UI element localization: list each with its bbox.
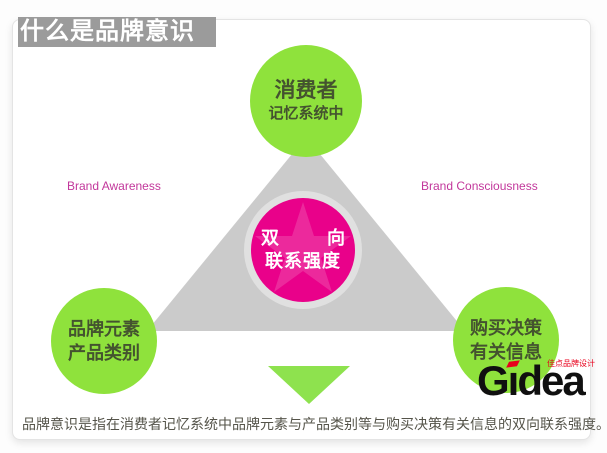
node-purchase-decision-line1: 购买决策 bbox=[470, 317, 542, 338]
page-title-text: 什么是品牌意识 bbox=[20, 18, 195, 45]
node-two-way-link-line1: 双 向 bbox=[261, 227, 345, 250]
node-two-way-link-line2: 联系强度 bbox=[265, 251, 341, 271]
node-consumer-line1: 消费者 bbox=[274, 79, 338, 103]
logo-tagline: 佳点品牌设计 bbox=[547, 359, 595, 368]
node-brand-elements-line1: 品牌元素 bbox=[68, 318, 140, 339]
node-purchase-decision: 购买决策 有关信息 bbox=[453, 287, 559, 393]
logo-part-dea: dea bbox=[517, 357, 585, 404]
node-brand-elements-line2: 产品类别 bbox=[68, 343, 140, 363]
node-consumer-line2: 记忆系统中 bbox=[268, 105, 344, 123]
node-brand-elements: 品牌元素 产品类别 bbox=[51, 288, 157, 394]
logo-part-g: G bbox=[477, 357, 510, 404]
char-shuang: 双 bbox=[261, 227, 279, 248]
caption: 品牌意识是指在消费者记忆系统中品牌元素与产品类别等与购买决策有关信息的双向联系强… bbox=[22, 416, 607, 432]
char-xiang: 向 bbox=[327, 227, 345, 248]
label-brand-consciousness: Brand Consciousness bbox=[421, 179, 538, 193]
down-arrow-icon bbox=[268, 366, 350, 404]
page-title: 什么是品牌意识 bbox=[18, 17, 216, 47]
label-brand-awareness: Brand Awareness bbox=[67, 179, 161, 193]
node-two-way-link: 双 向 联系强度 bbox=[251, 198, 355, 302]
logo-part-i: ı bbox=[507, 357, 520, 404]
node-consumer: 消费者 记忆系统中 bbox=[250, 45, 362, 157]
node-purchase-decision-line2: 有关信息 bbox=[470, 342, 542, 362]
